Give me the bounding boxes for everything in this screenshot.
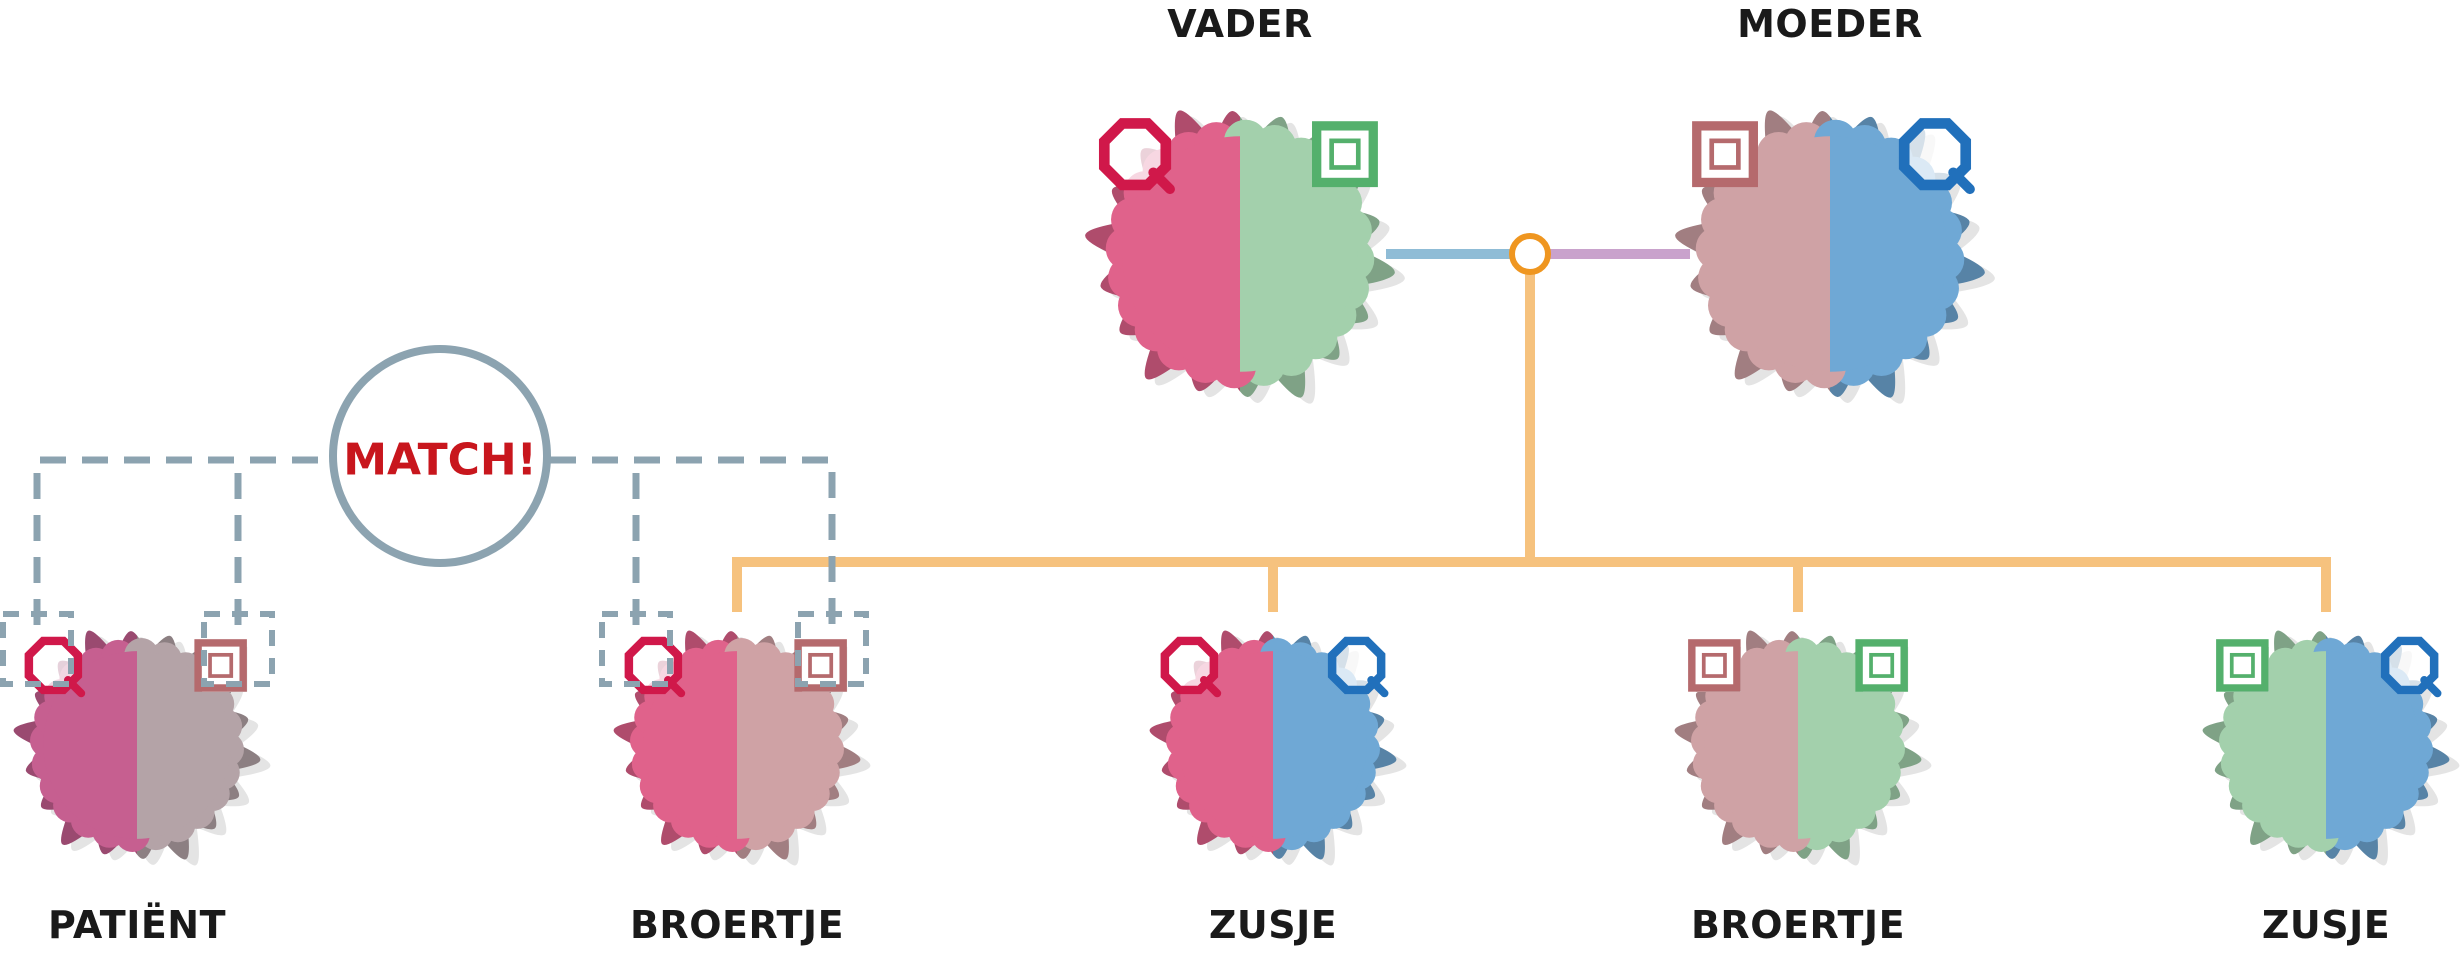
connection-lines [732,233,2331,612]
square-marker-icon [1312,121,1378,188]
cell-left-half [43,651,137,839]
octagon-marker-tail [1367,676,1389,698]
patient-left-connector [33,456,330,625]
label-zusje-1: ZUSJE [1208,903,1338,947]
match-dashed-connectors [33,456,836,625]
square-marker-inner [1701,652,1727,678]
cell-left-half [2232,651,2326,839]
label-patient: PATIËNT [47,903,227,947]
octagon-marker-tail [2420,676,2442,698]
square-marker-inner [208,652,234,678]
match-circle [329,345,551,567]
octagon-marker-tail [63,676,86,698]
cell-right-half [737,651,831,839]
parents-junction [1509,233,1551,275]
cell-patient [13,630,271,866]
cell-broertje1 [613,630,871,866]
octagon-marker-tail [663,676,686,698]
highlight-box-1 [0,611,74,687]
cell-right-half [1273,651,1367,839]
square-marker-icon [2216,639,2269,692]
cell-left-half [1704,651,1798,839]
cell-right-half [1240,136,1358,372]
square-marker-inner [1869,652,1895,678]
label-moeder: MOEDER [1737,2,1923,46]
label-zusje-2: ZUSJE [2261,903,2391,947]
cell-left-half [1179,651,1273,839]
cell-right-half [2326,651,2420,839]
broertje-right-connector [550,456,836,625]
cell-vader [1085,110,1405,404]
square-marker-icon [1688,639,1741,692]
cell-left-half [1122,136,1240,372]
cell-broertje2 [1674,630,1932,866]
cell-zusje1 [1149,630,1407,866]
cell-zusje2 [2202,630,2460,866]
square-marker-inner [1709,138,1741,170]
match-highlight-boxes [0,611,869,687]
highlight-box-4 [795,611,869,687]
octagon-marker-tail [1199,676,1222,698]
cell-right-half [137,651,231,839]
label-broertje-1: BROERTJE [629,903,845,947]
cell-right-half [1798,651,1892,839]
match-label: MATCH! [343,434,537,486]
label-broertje-2: BROERTJE [1690,903,1906,947]
square-marker-inner [808,652,834,678]
square-marker-icon [1855,639,1908,692]
highlight-box-3 [599,611,673,687]
square-marker-inner [1329,138,1361,170]
square-marker-icon [1692,121,1758,188]
octagon-marker-tail [1148,167,1175,195]
cell-left-half [1712,136,1830,372]
highlight-box-2 [201,611,275,687]
label-vader: VADER [1167,2,1313,46]
octagon-marker-tail [1948,167,1975,195]
square-marker-inner [2229,652,2255,678]
cell-left-half [643,651,737,839]
cell-right-half [1830,136,1948,372]
cell-moeder [1675,110,1995,404]
